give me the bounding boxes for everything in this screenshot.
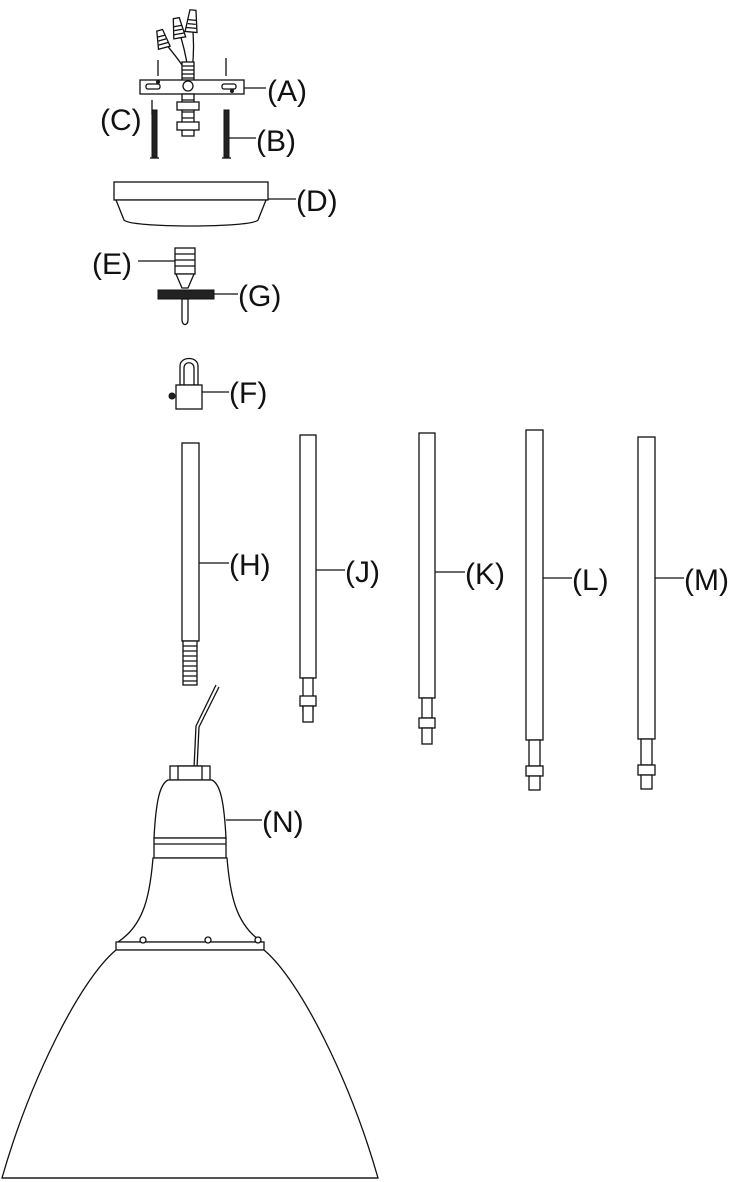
label-j: (J)	[345, 556, 380, 589]
part-m-rod	[637, 436, 656, 790]
part-g-gasket	[157, 289, 215, 326]
part-f-swivel-hook	[168, 357, 203, 410]
part-a-mounting-strap	[139, 9, 245, 95]
part-e-coupling-nut	[174, 247, 196, 289]
wire-nut-1	[156, 28, 172, 51]
label-f: (F)	[229, 377, 267, 410]
label-c: (C)	[100, 104, 142, 137]
label-d: (D)	[296, 185, 338, 218]
label-g: (G)	[238, 280, 281, 313]
part-l-rod	[525, 429, 544, 791]
part-b-mounting-screw-right	[222, 109, 231, 159]
label-b: (B)	[256, 125, 296, 158]
label-a: (A)	[267, 75, 307, 108]
part-k-rod	[418, 432, 436, 745]
label-n: (N)	[262, 806, 304, 839]
label-e: (E)	[92, 248, 132, 281]
wire-nut-3	[184, 9, 198, 34]
part-c-nipple	[176, 93, 200, 137]
part-d-canopy	[113, 181, 269, 227]
label-k: (K)	[465, 558, 505, 591]
wire-nut-2	[172, 16, 187, 40]
label-h: (H)	[229, 549, 271, 582]
label-m: (M)	[684, 564, 729, 597]
part-h-rod	[181, 442, 200, 686]
part-n-shade-assembly	[1, 684, 379, 1179]
label-l: (L)	[572, 564, 609, 597]
part-b-mounting-screw-left	[150, 109, 159, 159]
part-j-rod	[299, 434, 317, 723]
